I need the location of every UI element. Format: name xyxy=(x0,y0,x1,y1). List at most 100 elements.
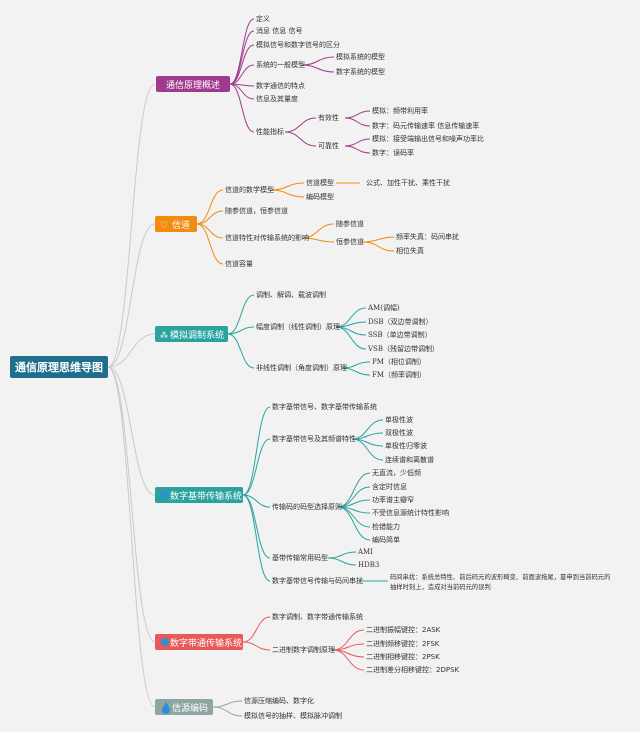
connector-line xyxy=(335,326,367,350)
connector-line xyxy=(107,366,156,708)
connector-line xyxy=(229,30,255,85)
connector-line xyxy=(301,64,335,73)
connector-line xyxy=(196,210,224,225)
topic-label: 信道的数学模型 xyxy=(225,185,274,194)
circle-icon xyxy=(161,491,169,499)
branch-label: 信源编码 xyxy=(172,702,208,714)
topic-label: 消息 信息 信号 xyxy=(256,26,302,35)
connector-line xyxy=(229,64,255,85)
connector-line xyxy=(284,117,317,133)
connector-line xyxy=(107,223,156,368)
topic-label: 不受信息源统计特性影响 xyxy=(372,508,449,517)
connector-line xyxy=(107,333,156,368)
connector-line xyxy=(196,223,224,265)
topic-label: 信源压缩编码、数字化 xyxy=(244,696,314,705)
topic-label: 模拟系统的模型 xyxy=(336,52,385,61)
topic-label: 二进制相移键控：2PSK xyxy=(366,652,440,661)
branch-node-analog[interactable]: ⁂ 模拟调制系统 xyxy=(155,326,228,342)
topic-label: 模拟信号的抽样、模拟脉冲调制 xyxy=(244,711,342,720)
connector-line xyxy=(196,189,224,225)
topic-label: 编码简单 xyxy=(372,535,400,544)
connector-line xyxy=(242,616,271,643)
connector-line xyxy=(332,649,365,671)
branch-node-source-coding[interactable]: 信源编码 xyxy=(155,699,213,715)
connector-line xyxy=(107,366,156,496)
topic-label: 数字系统的模型 xyxy=(336,67,385,76)
branch-box xyxy=(155,634,243,650)
topic-label: 信息及其量度 xyxy=(256,94,298,103)
connector-line xyxy=(107,83,156,368)
topic-label: 二进制频移键控：2FSK xyxy=(366,639,440,648)
topic-label: 含定时信息 xyxy=(372,482,407,491)
topic-label: 信道容量 xyxy=(225,259,253,268)
topic-label: 随参信道 xyxy=(336,219,364,228)
topic-label: 有效性 xyxy=(318,113,339,122)
topic-label: 功率谱主瓣窄 xyxy=(372,495,414,504)
connector-line xyxy=(242,438,271,496)
topic-label: 连续谱和离散谱 xyxy=(385,455,434,464)
topic-label: 基带传输常用码型 xyxy=(272,553,328,562)
branch-label: 数字带通传输系统 xyxy=(170,637,242,649)
heart-icon: ♡ xyxy=(160,221,168,231)
topic-label: 定义 xyxy=(256,14,270,23)
connector-line xyxy=(344,138,371,147)
connector-line xyxy=(270,182,305,191)
branch-node-bandpass[interactable]: 数字带通传输系统 xyxy=(155,634,243,650)
connector-line xyxy=(242,494,271,508)
topic-label: 模拟：频带利用率 xyxy=(372,106,428,115)
branch-label: 模拟调制系统 xyxy=(170,329,224,341)
topic-label: 非线性调制（角度调制）原理 xyxy=(256,363,347,372)
topic-label: 恒参信道 xyxy=(336,237,364,246)
circle-icon xyxy=(161,638,169,646)
topic-label: 码间串扰：系统总特性、前后码元的波形畸变、前面波拖尾，蔓申到当前码元的 xyxy=(390,572,610,581)
topic-label: 编码模型 xyxy=(306,192,334,201)
topic-label: 模拟信号和数字信号的区分 xyxy=(256,40,340,49)
topic-label: AMI xyxy=(357,548,373,556)
topic-label: HDB3 xyxy=(358,561,379,569)
topic-label: DSB（双边带调制） xyxy=(368,317,433,326)
connector-line xyxy=(327,557,357,566)
connector-line xyxy=(301,56,335,66)
topic-label: 检错能力 xyxy=(372,522,400,531)
topic-label: 单极性波 xyxy=(385,415,413,424)
connector-line xyxy=(212,700,243,708)
topic-label: 信道特性对传输系统的影响 xyxy=(225,233,309,242)
connector-line xyxy=(301,237,335,243)
branch-node-channel[interactable]: ♡ 信道 xyxy=(155,216,197,232)
topic-label: 传输码的码型选择原则 xyxy=(272,502,342,511)
connector-line xyxy=(341,367,371,376)
root-label: 通信原理思维导图 xyxy=(15,360,103,374)
root-node[interactable]: 通信原理思维导图 xyxy=(10,356,108,378)
connector-line xyxy=(344,110,371,119)
connector-line xyxy=(242,494,271,559)
topic-label: FM（频率调制） xyxy=(372,370,426,379)
branch-node-baseband[interactable]: 数字基带传输系统 xyxy=(155,487,243,503)
branch-node-overview[interactable]: 通信原理概述 xyxy=(156,76,230,92)
branch-box xyxy=(155,326,228,342)
drop-icon xyxy=(162,702,170,714)
connector-line xyxy=(227,326,255,335)
connector-line xyxy=(229,44,255,85)
topic-label: 抽样时刻上，造成对当前码元的误判 xyxy=(390,582,491,591)
topic-label: 性能指标 xyxy=(256,127,284,136)
branch-box xyxy=(155,216,197,232)
topic-label: AM(调幅) xyxy=(367,303,400,312)
connector-line xyxy=(227,333,255,369)
connector-line xyxy=(227,294,255,335)
topic-label: PM（相位调制） xyxy=(372,357,426,366)
wave-icon: ⁂ xyxy=(160,330,168,340)
topic-label: 相位失真 xyxy=(396,246,424,255)
connector-line xyxy=(344,145,371,154)
topic-label: 调制、解调、载波调制 xyxy=(256,290,326,299)
connector-line xyxy=(229,83,255,133)
branch-box xyxy=(156,76,230,92)
topic-label: 幅度调制（线性调制）原理 xyxy=(256,322,340,331)
topic-label: 频率失真：码间串扰 xyxy=(396,232,459,241)
topic-label: 公式、加性干扰、乘性干扰 xyxy=(366,178,450,187)
connector-line xyxy=(196,223,224,239)
branch-label: 数字基带传输系统 xyxy=(170,490,242,502)
topic-label: 数字基带信号及其频谱特性 xyxy=(272,434,356,443)
branch-box xyxy=(155,487,243,503)
topic-label: 数字基带信号传输与码间串扰 xyxy=(272,576,363,585)
